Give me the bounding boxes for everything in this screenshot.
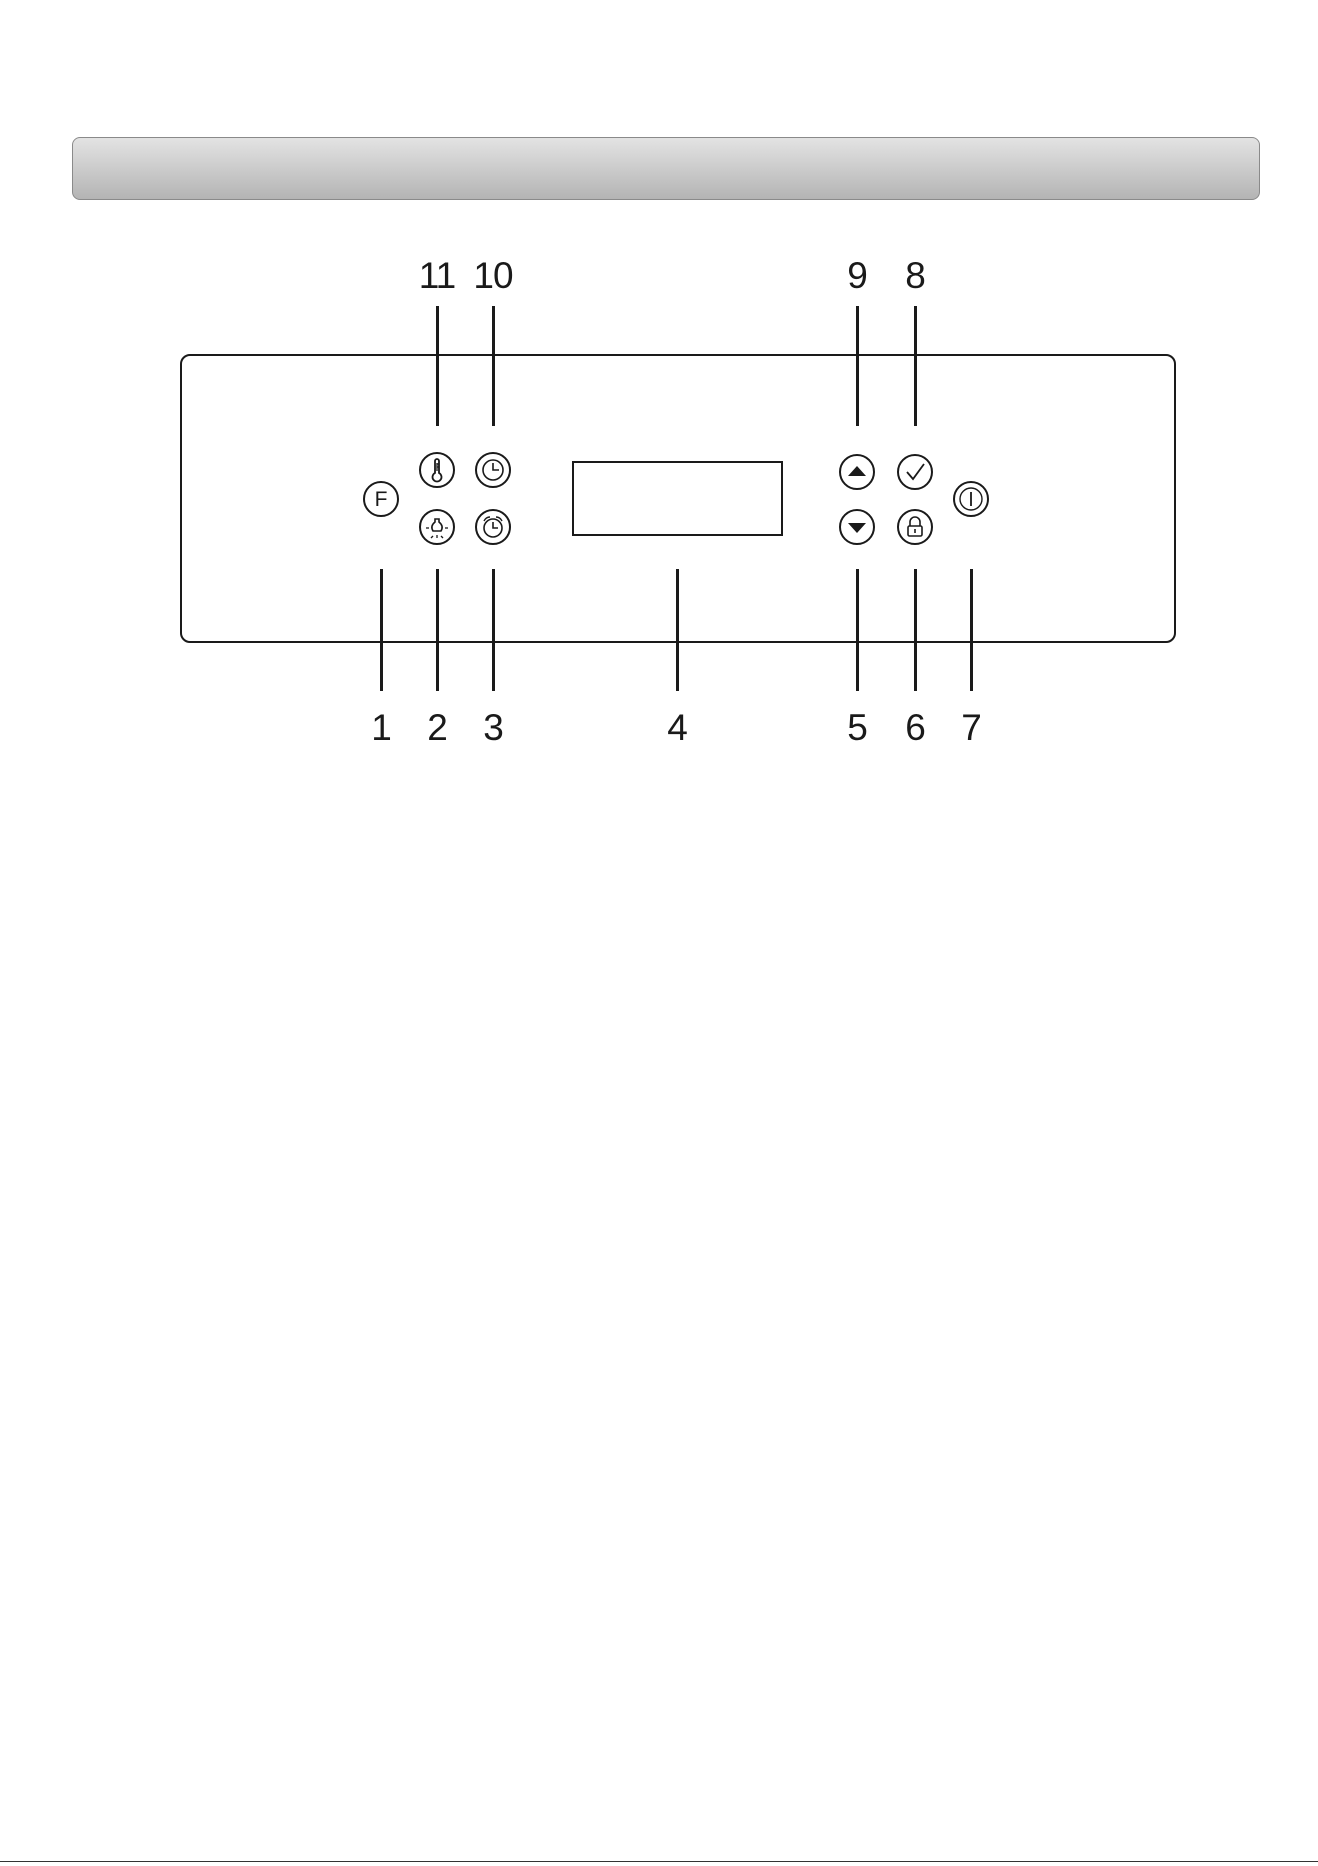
leader-line-5 xyxy=(856,569,859,691)
callout-10: 10 xyxy=(453,257,533,294)
leader-line-1 xyxy=(380,569,383,691)
light-bulb-icon xyxy=(419,509,455,545)
lock-icon xyxy=(897,509,933,545)
page-bottom-edge xyxy=(0,1861,1318,1866)
callout-8: 8 xyxy=(875,257,955,294)
down-arrow-button[interactable] xyxy=(839,509,875,545)
timer-button[interactable] xyxy=(475,509,511,545)
confirm-button[interactable] xyxy=(897,454,933,490)
leader-line-7 xyxy=(970,569,973,691)
up-arrow-button[interactable] xyxy=(839,454,875,490)
leader-line-2 xyxy=(436,569,439,691)
triangle-up-icon xyxy=(839,454,875,490)
leader-line-3 xyxy=(492,569,495,691)
display-window xyxy=(572,461,783,536)
power-button[interactable] xyxy=(953,481,989,517)
function-f-icon: F xyxy=(375,489,388,510)
alarm-clock-icon xyxy=(475,509,511,545)
power-icon xyxy=(953,481,989,517)
thermometer-icon xyxy=(419,452,455,488)
leader-line-6 xyxy=(914,569,917,691)
clock-button[interactable] xyxy=(475,452,511,488)
function-button[interactable]: F xyxy=(363,481,399,517)
checkmark-icon xyxy=(897,454,933,490)
section-header-bar xyxy=(72,137,1260,200)
clock-icon xyxy=(475,452,511,488)
callout-7: 7 xyxy=(931,709,1011,746)
meat-probe-button[interactable] xyxy=(419,452,455,488)
child-lock-button[interactable] xyxy=(897,509,933,545)
callout-3: 3 xyxy=(453,709,533,746)
leader-line-4 xyxy=(676,569,679,691)
triangle-down-icon xyxy=(839,509,875,545)
callout-4: 4 xyxy=(637,709,717,746)
oven-light-button[interactable] xyxy=(419,509,455,545)
